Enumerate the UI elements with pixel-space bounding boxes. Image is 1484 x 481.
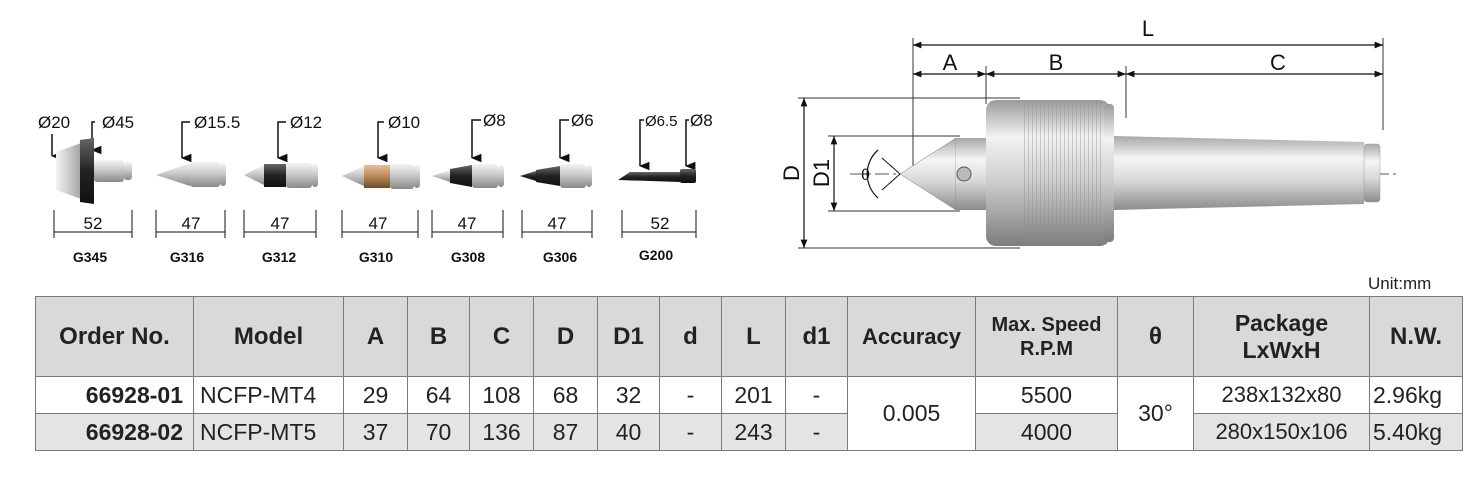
col-header-order-no: Order No. [35, 296, 194, 377]
nw-cell: 2.96kg [1369, 376, 1463, 414]
a-cell: 37 [343, 413, 408, 451]
tip-dia-label: Ø10 [388, 113, 420, 132]
max-speed-cell: 5500 [975, 376, 1118, 414]
tip-dia-label: Ø15.5 [194, 113, 240, 132]
col-header-d-lower: d [659, 296, 722, 377]
tip-length-label: 47 [458, 214, 477, 233]
d1-upper-cell: 40 [597, 413, 660, 451]
tip-length-label: 47 [271, 214, 290, 233]
dim-a-label: A [943, 50, 958, 75]
col-header-l: L [721, 296, 786, 377]
c-cell: 108 [469, 376, 534, 414]
tip-g316: Ø15.5 47 G316 [155, 113, 240, 265]
unit-label: Unit:mm [1368, 274, 1432, 293]
tip-g310: Ø10 47 G310 [341, 113, 420, 265]
interchangeable-tips-figure: Ø20 Ø45 52 G345 Ø15.5 47 G316 Ø12 [38, 111, 713, 265]
tip-code-label: G308 [451, 249, 485, 265]
col-header-model: Model [193, 296, 344, 377]
package-line1: Package [1234, 309, 1329, 336]
col-header-max-speed: Max. Speed R.P.M [975, 296, 1118, 377]
tip-dia-label: Ø6 [571, 111, 594, 130]
d-upper-cell: 68 [533, 376, 598, 414]
tip-length-label: 47 [548, 214, 567, 233]
model-cell: NCFP-MT5 [193, 413, 344, 451]
tip-dia-label: Ø6.5 [645, 113, 678, 130]
a-cell: 29 [343, 376, 408, 414]
col-header-theta: θ [1117, 296, 1194, 377]
dim-b-label: B [1049, 50, 1064, 75]
tip-dia-label: Ø8 [483, 111, 506, 130]
tip-code-label: G306 [543, 249, 577, 265]
max-speed-line1: Max. Speed [991, 313, 1102, 336]
b-cell: 70 [407, 413, 470, 451]
tip-code-label: G312 [262, 249, 296, 265]
col-header-a: A [343, 296, 408, 377]
dim-d1-label: D1 [809, 159, 834, 187]
tip-dia-label: Ø45 [102, 113, 134, 132]
theta-cell: 30° [1117, 376, 1194, 451]
col-header-d1-upper: D1 [597, 296, 660, 377]
col-header-b: B [407, 296, 470, 377]
spec-table: Order No. Model A B C D D1 d L d1 Accura… [35, 296, 1463, 451]
package-line2: LxWxH [1242, 336, 1321, 363]
order-no-cell: 66928-02 [35, 413, 194, 451]
col-header-d-upper: D [533, 296, 598, 377]
tip-length-label: 52 [84, 214, 103, 233]
b-cell: 64 [407, 376, 470, 414]
d-upper-cell: 87 [533, 413, 598, 451]
table-row: 66928-02 NCFP-MT5 37 70 136 87 40 - 243 … [35, 413, 1463, 451]
table-row: 66928-01 NCFP-MT4 29 64 108 68 32 - 201 … [35, 376, 1463, 451]
c-cell: 136 [469, 413, 534, 451]
d-lower-cell: - [659, 376, 722, 414]
d-lower-cell: - [659, 413, 722, 451]
accuracy-cell: 0.005 [847, 376, 976, 451]
order-no-cell: 66928-01 [35, 376, 194, 414]
dim-d-label: D [779, 165, 804, 181]
tip-length-label: 52 [651, 214, 670, 233]
tip-g200: Ø6.5 Ø8 52 G200 [618, 111, 713, 263]
l-cell: 201 [721, 376, 786, 414]
d1-lower-cell: - [785, 376, 848, 414]
package-cell: 280x150x106 [1193, 413, 1370, 451]
tip-g312: Ø12 47 G312 [243, 113, 322, 265]
tip-dia-label: Ø12 [290, 113, 322, 132]
col-header-c: C [469, 296, 534, 377]
live-center-drawing: L A B C D D1 θ [779, 16, 1400, 249]
theta-label: θ [861, 167, 870, 184]
max-speed-line2: R.P.M [1020, 337, 1073, 360]
tip-g306: Ø6 47 G306 [520, 111, 594, 265]
model-cell: NCFP-MT4 [193, 376, 344, 414]
tip-dia-label: Ø8 [690, 111, 713, 130]
tip-code-label: G310 [359, 249, 393, 265]
l-cell: 243 [721, 413, 786, 451]
package-cell: 238x132x80 [1193, 376, 1370, 414]
table-header-row: Order No. Model A B C D D1 d L d1 Accura… [35, 296, 1463, 377]
max-speed-cell: 4000 [975, 413, 1118, 451]
col-header-accuracy: Accuracy [847, 296, 976, 377]
tip-g308: Ø8 47 G308 [431, 111, 506, 265]
col-header-package: Package LxWxH [1193, 296, 1370, 377]
nw-cell: 5.40kg [1369, 413, 1463, 451]
tip-dia-label: Ø20 [38, 113, 70, 132]
dim-l-label: L [1142, 16, 1154, 41]
tip-code-label: G200 [639, 247, 673, 263]
tip-code-label: G345 [73, 249, 107, 265]
col-header-nw: N.W. [1369, 296, 1463, 377]
tip-code-label: G316 [170, 249, 204, 265]
d1-lower-cell: - [785, 413, 848, 451]
col-header-d1-lower: d1 [785, 296, 848, 377]
tip-g345: Ø20 Ø45 52 G345 [38, 113, 134, 265]
d1-upper-cell: 32 [597, 376, 660, 414]
tip-length-label: 47 [182, 214, 201, 233]
tip-length-label: 47 [369, 214, 388, 233]
dim-c-label: C [1270, 50, 1286, 75]
